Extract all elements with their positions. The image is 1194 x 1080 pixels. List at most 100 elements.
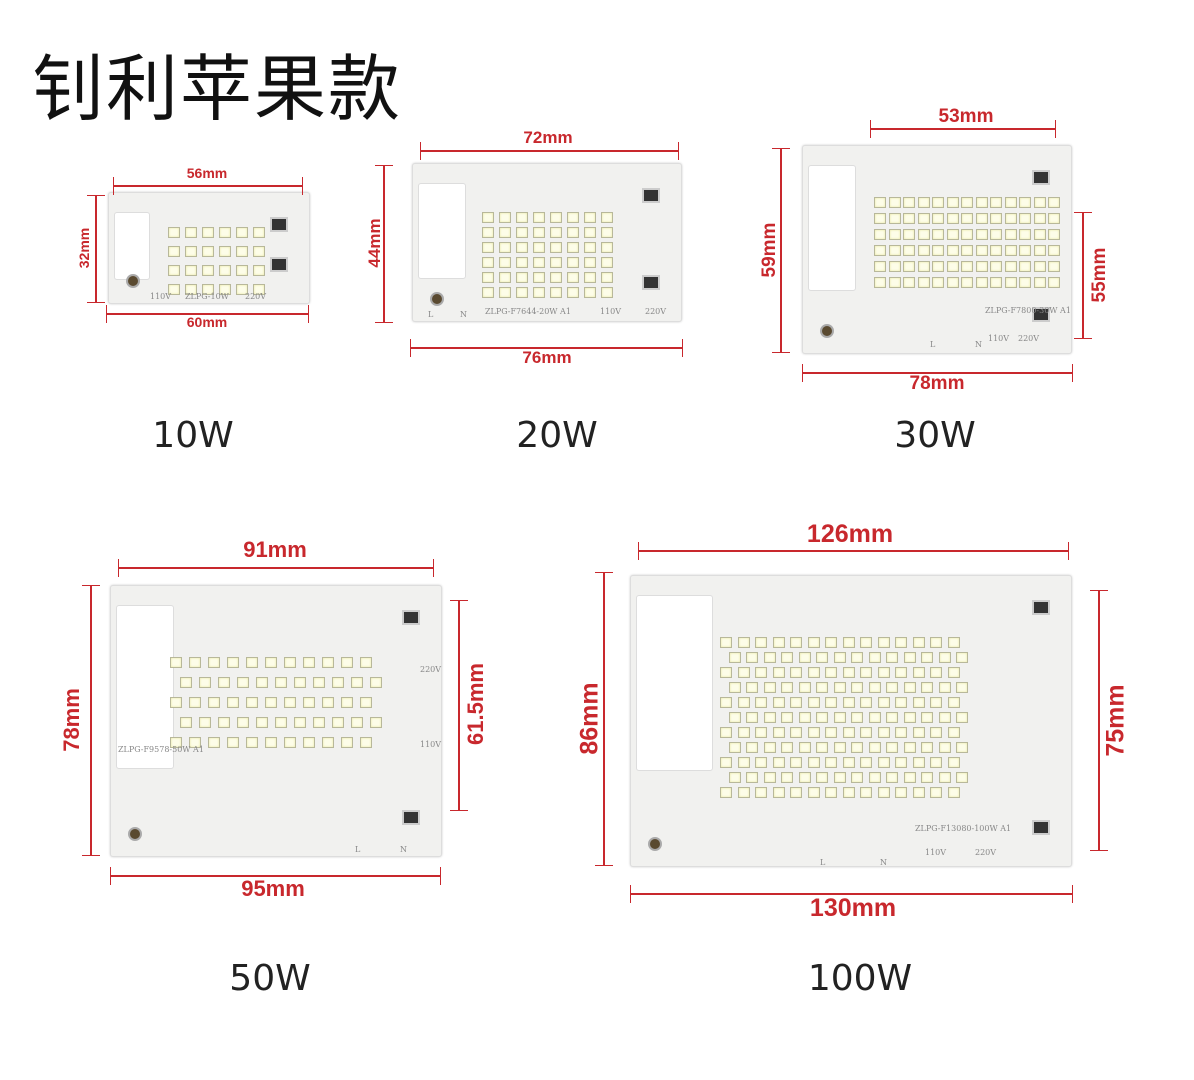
led-chip — [763, 772, 776, 783]
led-chip — [860, 757, 872, 768]
dimension-label: 126mm — [806, 520, 894, 548]
led-chip — [975, 261, 988, 272]
silkscreen-text: 220V — [975, 848, 997, 857]
led-chip — [550, 287, 562, 298]
led-chip — [912, 697, 925, 708]
dimension-tick — [302, 177, 303, 195]
led-chip — [360, 657, 372, 668]
led-chip — [219, 284, 231, 295]
led-chip — [217, 677, 230, 688]
silkscreen-text: N — [975, 340, 982, 349]
led-chip — [947, 637, 960, 648]
led-chip — [533, 242, 545, 253]
dimension-line — [630, 893, 1072, 895]
led-chip — [921, 712, 934, 723]
led-chip — [185, 246, 197, 257]
led-chip — [816, 772, 829, 783]
led-chip — [179, 677, 192, 688]
led-chip — [930, 667, 942, 678]
driver-pad — [808, 165, 856, 291]
dimension-line — [458, 600, 460, 810]
led-chip — [728, 652, 741, 663]
led-chip — [1033, 229, 1046, 240]
led-chip — [874, 261, 886, 272]
led-chip — [912, 637, 925, 648]
led-chip — [895, 667, 907, 678]
led-chip — [851, 652, 864, 663]
led-chip — [236, 677, 249, 688]
led-chip — [253, 227, 265, 238]
led-chip — [903, 277, 915, 288]
led-chip — [833, 742, 846, 753]
led-chip — [772, 637, 785, 648]
led-chip — [369, 677, 382, 688]
led-chip — [253, 246, 265, 257]
led-chip — [168, 246, 180, 257]
dimension-label: 56mm — [186, 165, 228, 181]
dimension-tick — [82, 855, 100, 856]
led-chip — [886, 712, 899, 723]
led-chip — [499, 212, 511, 223]
led-chip — [255, 677, 268, 688]
wattage-label: 10W — [152, 415, 234, 456]
led-chip — [860, 787, 872, 798]
led-chip — [236, 717, 249, 728]
led-chip — [790, 727, 802, 738]
led-chip — [567, 212, 579, 223]
led-chip — [877, 727, 890, 738]
led-chip — [842, 727, 855, 738]
led-chip — [772, 667, 785, 678]
led-chip — [790, 637, 802, 648]
led-chip — [851, 742, 864, 753]
led-chip — [842, 697, 855, 708]
led-chip — [516, 242, 528, 253]
dimension-tick — [870, 120, 871, 138]
led-chip — [798, 652, 811, 663]
led-chip — [888, 229, 901, 240]
led-chip — [341, 657, 353, 668]
dimension-tick — [1090, 850, 1108, 851]
led-chip — [938, 682, 951, 693]
dimension-line — [110, 875, 440, 877]
led-chip — [1048, 261, 1060, 272]
led-chip — [816, 682, 829, 693]
led-chip — [482, 257, 494, 268]
led-chip — [265, 697, 277, 708]
silkscreen-text: 220V — [1018, 334, 1040, 343]
led-chip — [1033, 261, 1046, 272]
led-chip — [947, 697, 960, 708]
led-chip — [886, 742, 899, 753]
led-chip — [255, 717, 268, 728]
led-chip — [956, 682, 969, 693]
led-chip — [170, 657, 182, 668]
led-chip — [720, 697, 732, 708]
dimension-tick — [375, 322, 393, 323]
led-chip — [938, 712, 951, 723]
led-chip — [781, 742, 794, 753]
led-chip — [584, 272, 596, 283]
led-chip — [185, 227, 197, 238]
led-chip — [930, 727, 942, 738]
led-chip — [975, 245, 988, 256]
led-chip — [236, 265, 248, 276]
led-chip — [956, 712, 969, 723]
led-chip — [912, 757, 925, 768]
led-chip — [236, 227, 248, 238]
led-chip — [189, 737, 201, 748]
led-chip — [790, 787, 802, 798]
led-chip — [567, 287, 579, 298]
led-chip — [917, 229, 930, 240]
dimension-line — [1082, 212, 1084, 338]
led-chip — [833, 712, 846, 723]
led-chip — [860, 637, 872, 648]
led-chip — [842, 787, 855, 798]
led-chip — [961, 245, 973, 256]
led-chip — [482, 242, 494, 253]
led-chip — [331, 717, 344, 728]
led-chip — [895, 757, 907, 768]
led-chip — [930, 637, 942, 648]
led-chip — [816, 712, 829, 723]
led-chip — [903, 261, 915, 272]
dimension-line — [780, 148, 782, 352]
led-chip — [842, 637, 855, 648]
